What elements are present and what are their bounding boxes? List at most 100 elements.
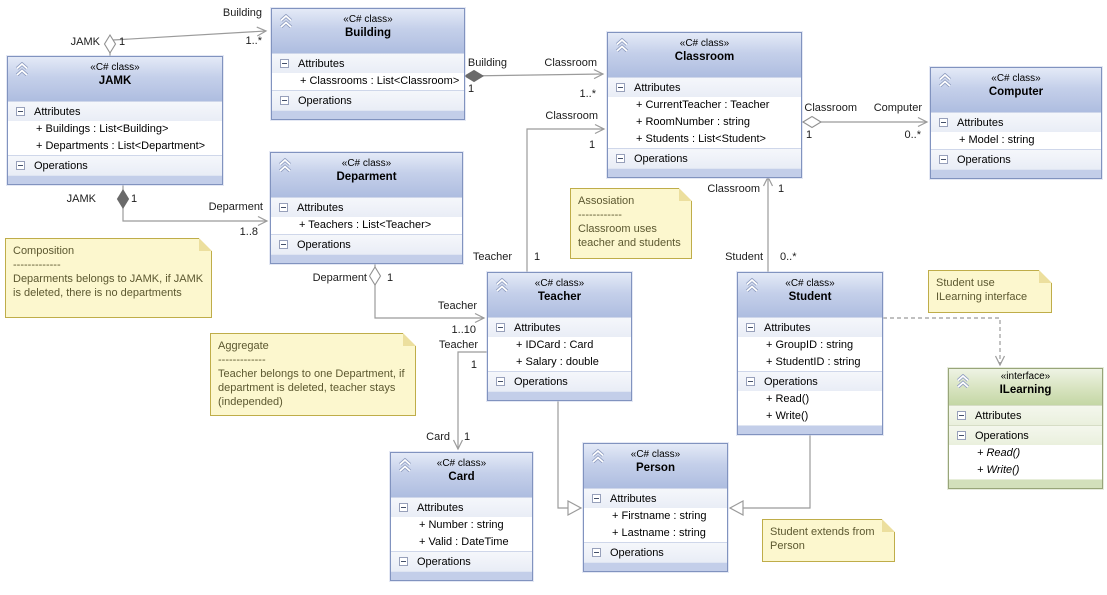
section-header-operations[interactable]: Operations — [931, 149, 1101, 169]
collapse-minus-icon[interactable] — [939, 118, 948, 127]
collapse-minus-icon[interactable] — [957, 411, 966, 420]
collapse-minus-icon[interactable] — [496, 323, 505, 332]
collapse-chevron-icon[interactable] — [494, 277, 510, 295]
member-item[interactable]: + Firstname : string — [584, 508, 727, 525]
collapse-chevron-icon[interactable] — [955, 373, 971, 391]
section-header-operations[interactable]: Operations — [949, 425, 1102, 445]
section-header-operations[interactable]: Operations — [272, 90, 464, 110]
member-item[interactable]: + Buildings : List<Building> — [8, 121, 222, 138]
collapse-minus-icon[interactable] — [746, 377, 755, 386]
member-item[interactable]: + Read() — [949, 445, 1102, 462]
edge-classroom-student[interactable] — [762, 175, 774, 272]
section-header-operations[interactable]: Operations — [584, 542, 727, 562]
collapse-chevron-icon[interactable] — [937, 72, 953, 90]
section-header-attributes[interactable]: Attributes — [738, 317, 882, 337]
edge-student-ilearning[interactable] — [883, 317, 1006, 367]
collapse-chevron-icon[interactable] — [614, 37, 630, 55]
member-item[interactable]: + Number : string — [391, 517, 532, 534]
edge-student-person[interactable] — [728, 432, 811, 517]
collapse-minus-icon[interactable] — [399, 503, 408, 512]
aggregate-note[interactable]: Aggregate-------------Teacher belongs to… — [210, 333, 416, 416]
section-header-attributes[interactable]: Attributes — [949, 405, 1102, 425]
edge-classroom-computer[interactable] — [802, 116, 929, 128]
member-item[interactable]: + Students : List<Student> — [608, 131, 801, 148]
edge-jamk-building[interactable] — [112, 26, 268, 41]
member-item[interactable]: + CurrentTeacher : Teacher — [608, 97, 801, 114]
collapse-minus-icon[interactable] — [280, 59, 289, 68]
edge-label: 1 — [806, 129, 813, 141]
collapse-minus-icon[interactable] — [957, 431, 966, 440]
member-item[interactable]: + StudentID : string — [738, 354, 882, 371]
section-header-operations[interactable]: Operations — [8, 155, 222, 175]
collapse-minus-icon[interactable] — [16, 107, 25, 116]
note-line: ILearning interface — [936, 291, 1028, 303]
member-item[interactable]: + Valid : DateTime — [391, 534, 532, 551]
section-header-attributes[interactable]: Attributes — [584, 488, 727, 508]
member-item[interactable]: + Salary : double — [488, 354, 631, 371]
member-item[interactable]: + Classrooms : List<Classroom> — [272, 73, 464, 90]
composition-note[interactable]: Composition-------------Deparments belon… — [5, 238, 212, 318]
collapse-minus-icon[interactable] — [616, 154, 625, 163]
section-header-attributes[interactable]: Attributes — [8, 101, 222, 121]
section-header-attributes[interactable]: Attributes — [271, 197, 462, 217]
collapse-minus-icon[interactable] — [279, 240, 288, 249]
section-header-attributes[interactable]: Attributes — [608, 77, 801, 97]
collapse-minus-icon[interactable] — [939, 155, 948, 164]
member-item[interactable]: + Write() — [738, 408, 882, 425]
section-header-operations[interactable]: Operations — [391, 551, 532, 571]
section-header-attributes[interactable]: Attributes — [488, 317, 631, 337]
collapse-minus-icon[interactable] — [280, 96, 289, 105]
member-item[interactable]: + Lastname : string — [584, 525, 727, 542]
edge-classroom-teacher[interactable] — [526, 123, 606, 273]
collapse-minus-icon[interactable] — [616, 83, 625, 92]
section-header-operations[interactable]: Operations — [271, 234, 462, 254]
edge-teacher-person[interactable] — [557, 398, 583, 517]
collapse-minus-icon[interactable] — [592, 494, 601, 503]
collapse-chevron-icon[interactable] — [278, 13, 294, 31]
member-item[interactable]: + Write() — [949, 462, 1102, 479]
collapse-minus-icon[interactable] — [746, 323, 755, 332]
section-header-attributes[interactable]: Attributes — [391, 497, 532, 517]
member-item[interactable]: + Teachers : List<Teacher> — [271, 217, 462, 234]
section-header-attributes[interactable]: Attributes — [272, 53, 464, 73]
edge-deparment-teacher[interactable] — [374, 261, 486, 324]
member-item[interactable]: + Departments : List<Department> — [8, 138, 222, 155]
edge-building-classroom[interactable] — [464, 69, 605, 80]
collapse-chevron-icon[interactable] — [397, 457, 413, 475]
collapse-minus-icon[interactable] — [496, 377, 505, 386]
collapse-chevron-icon[interactable] — [590, 448, 606, 466]
collapse-minus-icon[interactable] — [399, 557, 408, 566]
section-header-attributes[interactable]: Attributes — [931, 112, 1101, 132]
edge-label: 1 — [131, 193, 138, 205]
edge-label: Deparment — [208, 201, 263, 213]
collapse-chevron-icon[interactable] — [277, 157, 293, 175]
member-item[interactable]: + Read() — [738, 391, 882, 408]
member-item[interactable]: + IDCard : Card — [488, 337, 631, 354]
member-item[interactable]: + Model : string — [931, 132, 1101, 149]
edge-teacher-card[interactable] — [452, 351, 488, 451]
section-header-operations[interactable]: Operations — [488, 371, 631, 391]
member-item[interactable]: + GroupID : string — [738, 337, 882, 354]
member-item[interactable]: + RoomNumber : string — [608, 114, 801, 131]
collapse-minus-icon[interactable] — [16, 161, 25, 170]
section-header-operations[interactable]: Operations — [608, 148, 801, 168]
collapse-minus-icon[interactable] — [592, 548, 601, 557]
collapse-chevron-icon[interactable] — [14, 61, 30, 79]
section-header-operations[interactable]: Operations — [738, 371, 882, 391]
collapse-chevron-icon[interactable] — [744, 277, 760, 295]
collapse-minus-icon[interactable] — [279, 203, 288, 212]
